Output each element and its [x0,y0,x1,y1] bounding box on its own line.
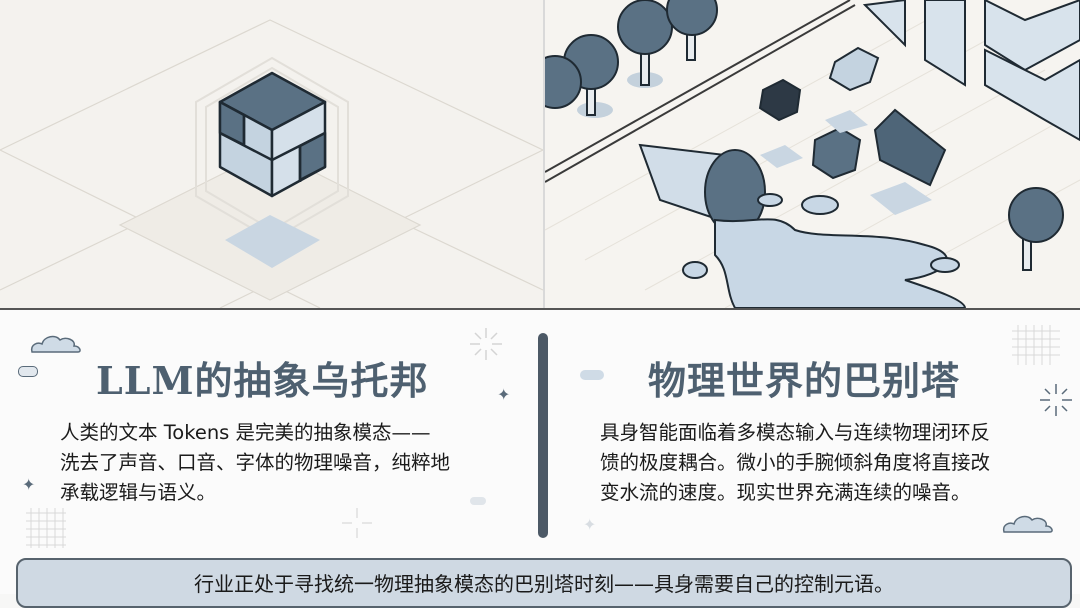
cloud-icon [1002,515,1053,533]
pill-icon [18,366,38,377]
right-title: 物理世界的巴别塔 [648,358,961,403]
star-icon: ✦ [22,475,36,494]
panel-divider [543,0,545,308]
star-icon: ✦ [497,385,511,404]
left-title: LLM的抽象乌托邦 [96,358,429,403]
sparkle-icon [342,508,372,538]
pill-icon [470,497,486,505]
right-illustration [545,0,1080,308]
sparkle-icon [1040,384,1072,416]
left-body-line: 人类的文本 Tokens 是完美的抽象模态—— [60,421,431,444]
star-icon: ✦ [583,515,597,534]
right-body-line: 具身智能面临着多模态输入与连续物理闭环反 [600,421,991,444]
footer-banner: 行业正处于寻找统一物理抽象模态的巴别塔时刻——具身需要自己的控制元语。 [16,558,1072,608]
footer-text: 行业正处于寻找统一物理抽象模态的巴别塔时刻——具身需要自己的控制元语。 [194,572,894,596]
isometric-cube-icon [0,19,543,308]
left-body-line: 承载逻辑与语义。 [60,481,217,504]
sparkle-icon [470,328,502,360]
right-body-line: 馈的极度耦合。微小的手腕倾斜角度将直接改 [600,451,991,474]
pill-icon [580,370,604,380]
spilled-cup-scene-icon [545,0,1080,308]
center-divider-bar [538,333,548,538]
section-divider [0,308,1080,310]
left-body: 人类的文本 Tokens 是完美的抽象模态—— 洗去了声音、口音、字体的物理噪音… [60,418,450,508]
cloud-icon [30,335,81,353]
right-body: 具身智能面临着多模态输入与连续物理闭环反 馈的极度耦合。微小的手腕倾斜角度将直接… [600,418,990,508]
left-body-line: 洗去了声音、口音、字体的物理噪音，纯粹地 [60,451,451,474]
grid-icon [26,508,66,548]
left-illustration [0,0,543,308]
grid-icon [1012,325,1060,365]
right-body-line: 变水流的速度。现实世界充满连续的噪音。 [600,481,971,504]
